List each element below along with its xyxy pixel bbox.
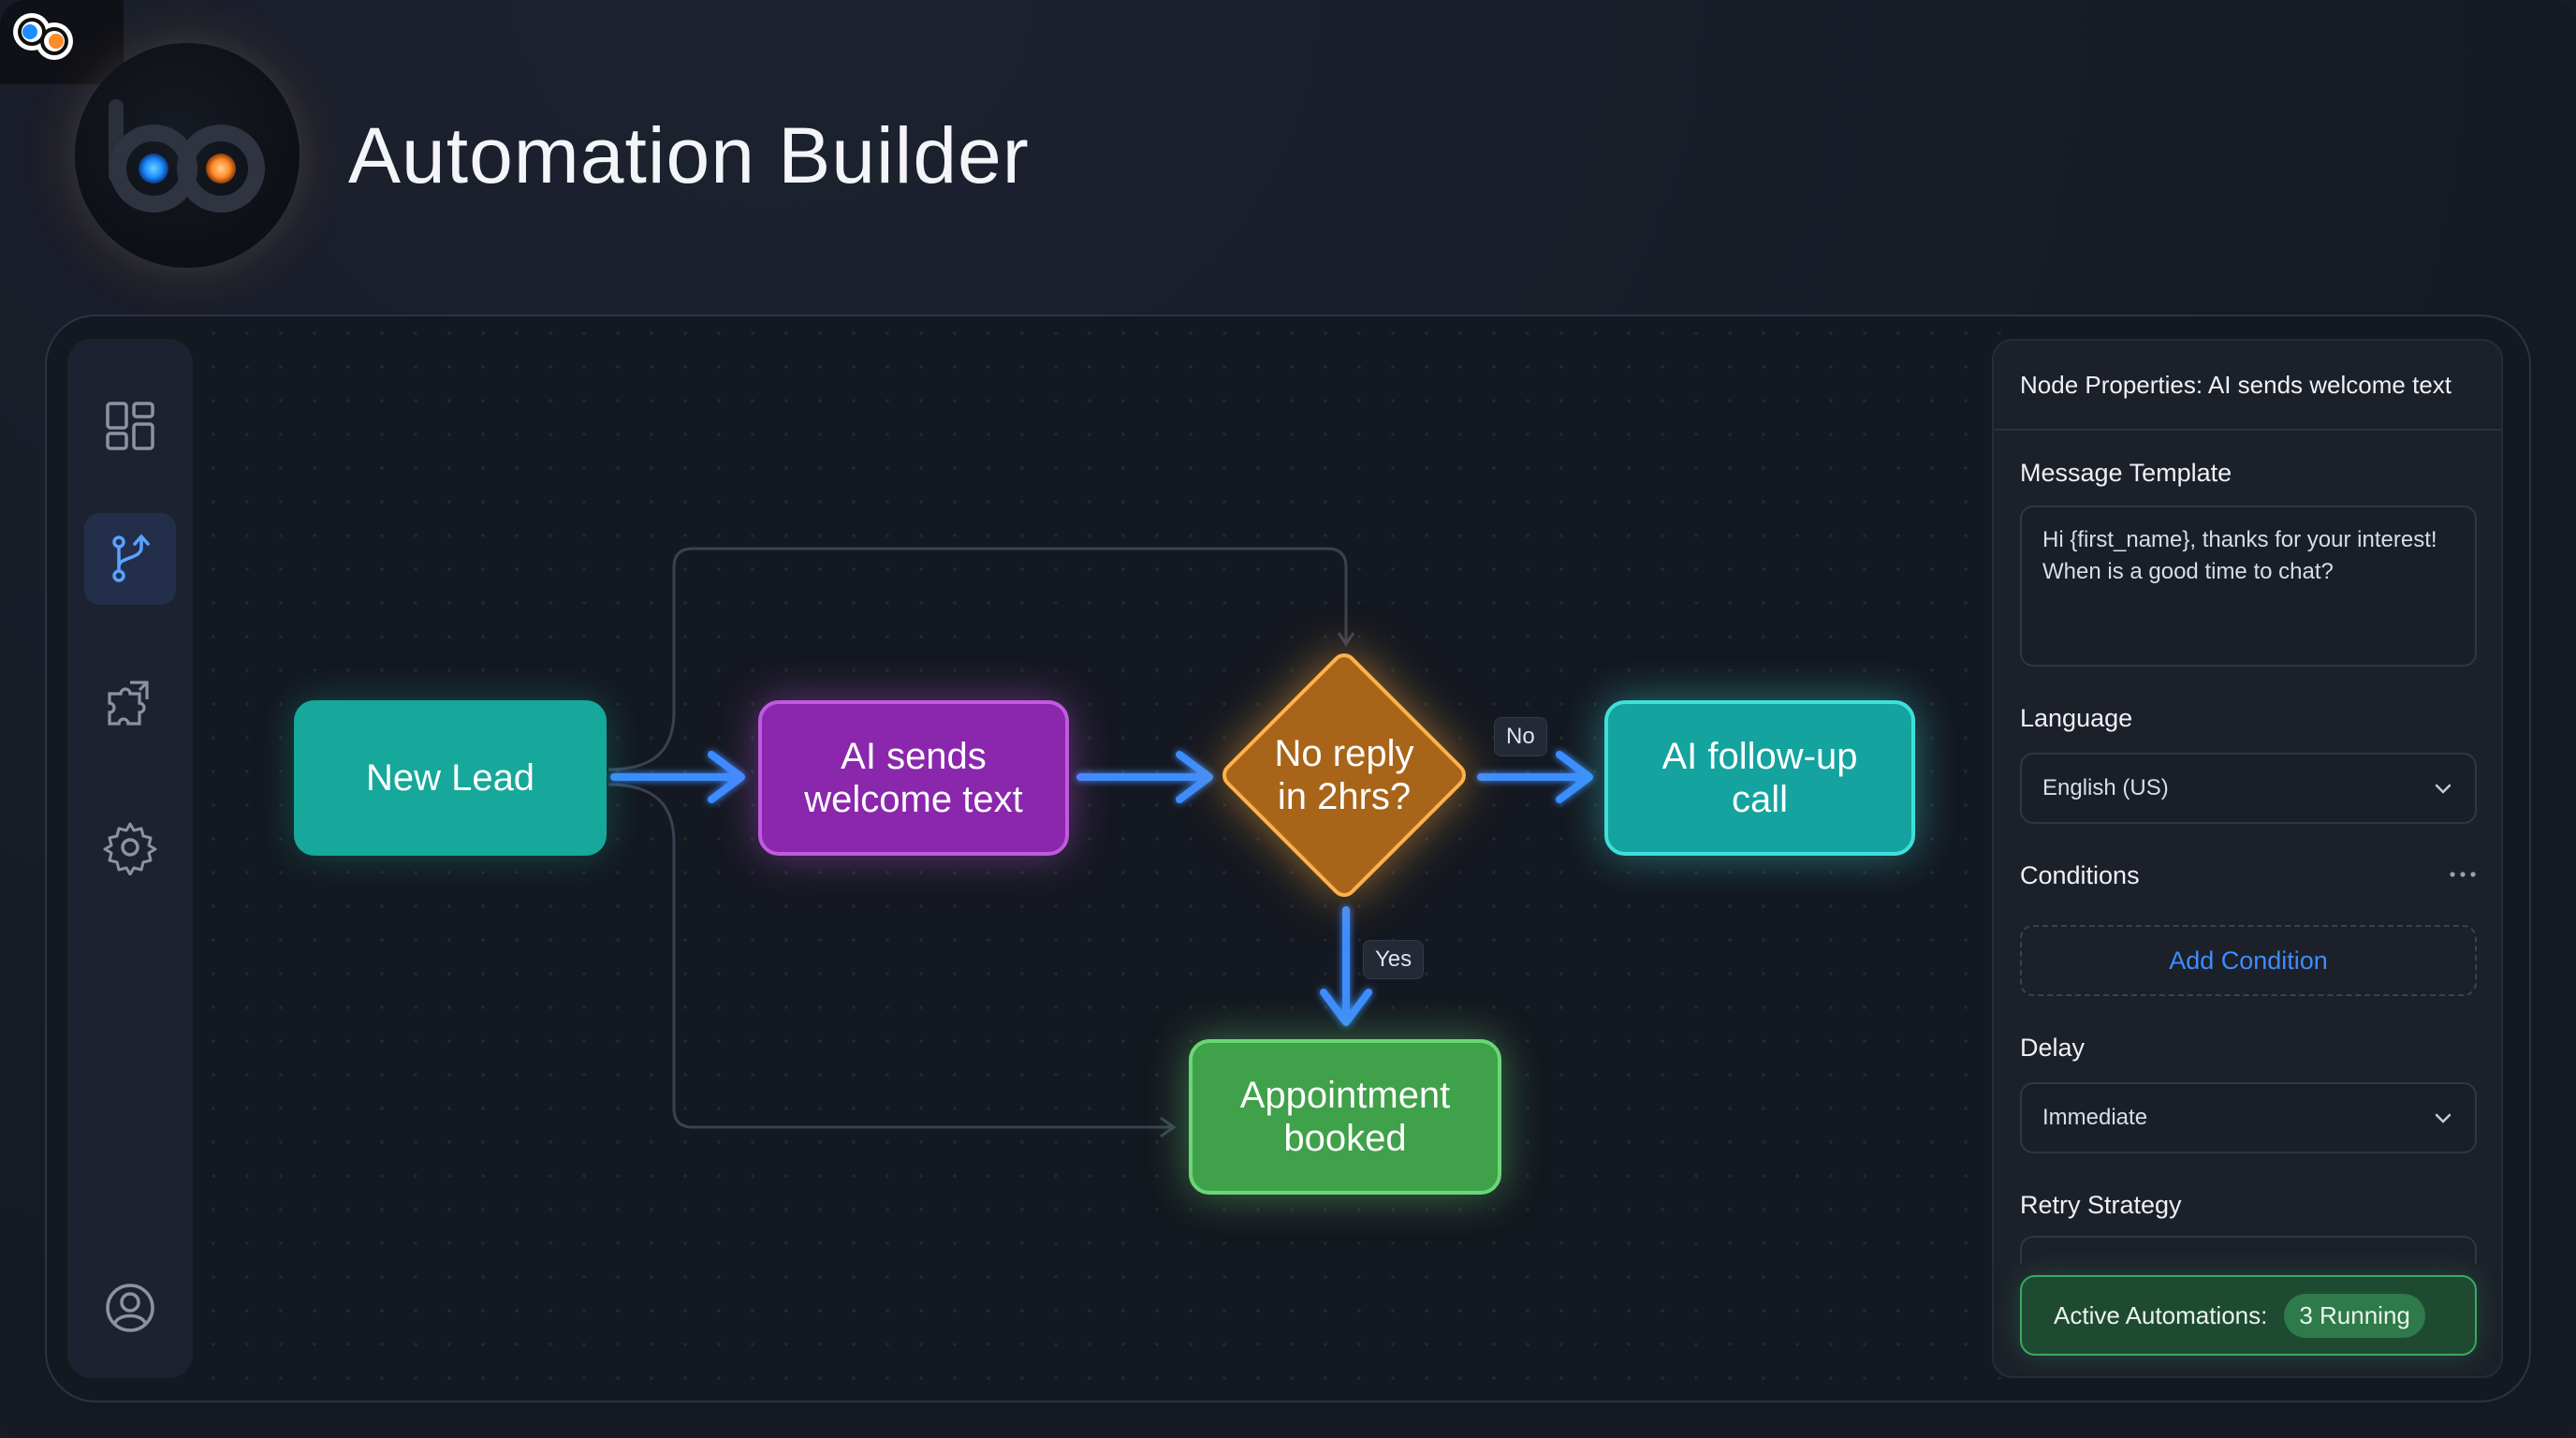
app-corner-logo[interactable] xyxy=(0,0,124,84)
brand-logo xyxy=(75,43,300,268)
dashboard-icon xyxy=(106,402,154,450)
add-condition-button[interactable]: Add Condition xyxy=(2020,925,2477,996)
edge-label-yes: Yes xyxy=(1363,940,1425,979)
sidebar-item-settings[interactable] xyxy=(84,801,176,893)
node-decision[interactable]: No reply in 2hrs? xyxy=(1217,648,1471,902)
node-new-lead[interactable]: New Lead xyxy=(294,700,607,856)
left-sidebar xyxy=(67,339,193,1378)
sidebar-item-flows[interactable] xyxy=(84,513,176,605)
page-title: Automation Builder xyxy=(348,111,1030,199)
language-select[interactable]: English (US) xyxy=(2020,753,2477,824)
delay-value: Immediate xyxy=(2042,1105,2148,1130)
flow-canvas[interactable] xyxy=(197,316,2031,1401)
node-ai-sends-welcome[interactable]: AI sends welcome text xyxy=(758,700,1069,856)
branch-icon xyxy=(112,534,150,582)
node-properties-panel: Node Properties: AI sends welcome text M… xyxy=(1992,339,2503,1378)
node-ai-followup-call[interactable]: AI follow-up call xyxy=(1604,700,1915,856)
sidebar-item-integrations[interactable] xyxy=(84,657,176,749)
retry-strategy-label: Retry Strategy xyxy=(2020,1191,2182,1219)
chevron-down-icon xyxy=(2435,1113,2452,1123)
node-appointment-booked[interactable]: Appointment booked xyxy=(1189,1039,1501,1195)
retry-strategy-select[interactable] xyxy=(2020,1236,2477,1264)
sidebar-item-profile[interactable] xyxy=(84,1262,176,1354)
decision-label: No reply in 2hrs? xyxy=(1274,733,1414,817)
active-automations-label: Active Automations: xyxy=(2054,1300,2268,1329)
delay-select[interactable]: Immediate xyxy=(2020,1082,2477,1153)
message-template-label: Message Template xyxy=(2020,459,2232,487)
delay-label: Delay xyxy=(2020,1034,2086,1062)
properties-title: Node Properties: AI sends welcome text xyxy=(1994,341,2501,431)
language-label: Language xyxy=(2020,704,2133,732)
user-icon xyxy=(106,1284,154,1332)
message-template-field[interactable]: Hi {first_name}, thanks for your interes… xyxy=(2020,506,2477,667)
active-automations-bar[interactable]: Active Automations: 3 Running xyxy=(2020,1275,2477,1356)
language-value: English (US) xyxy=(2042,775,2169,800)
brand-logo-icon xyxy=(109,99,265,213)
edge-label-no: No xyxy=(1494,717,1547,756)
more-options-icon[interactable] xyxy=(2447,865,2479,884)
conditions-label: Conditions xyxy=(2020,861,2140,889)
sidebar-item-dashboard[interactable] xyxy=(84,380,176,472)
puzzle-icon xyxy=(108,681,149,726)
chevron-down-icon xyxy=(2435,784,2452,794)
gear-icon xyxy=(103,822,157,875)
mini-logo-icon xyxy=(13,13,73,60)
running-count-badge: 3 Running xyxy=(2284,1293,2425,1338)
